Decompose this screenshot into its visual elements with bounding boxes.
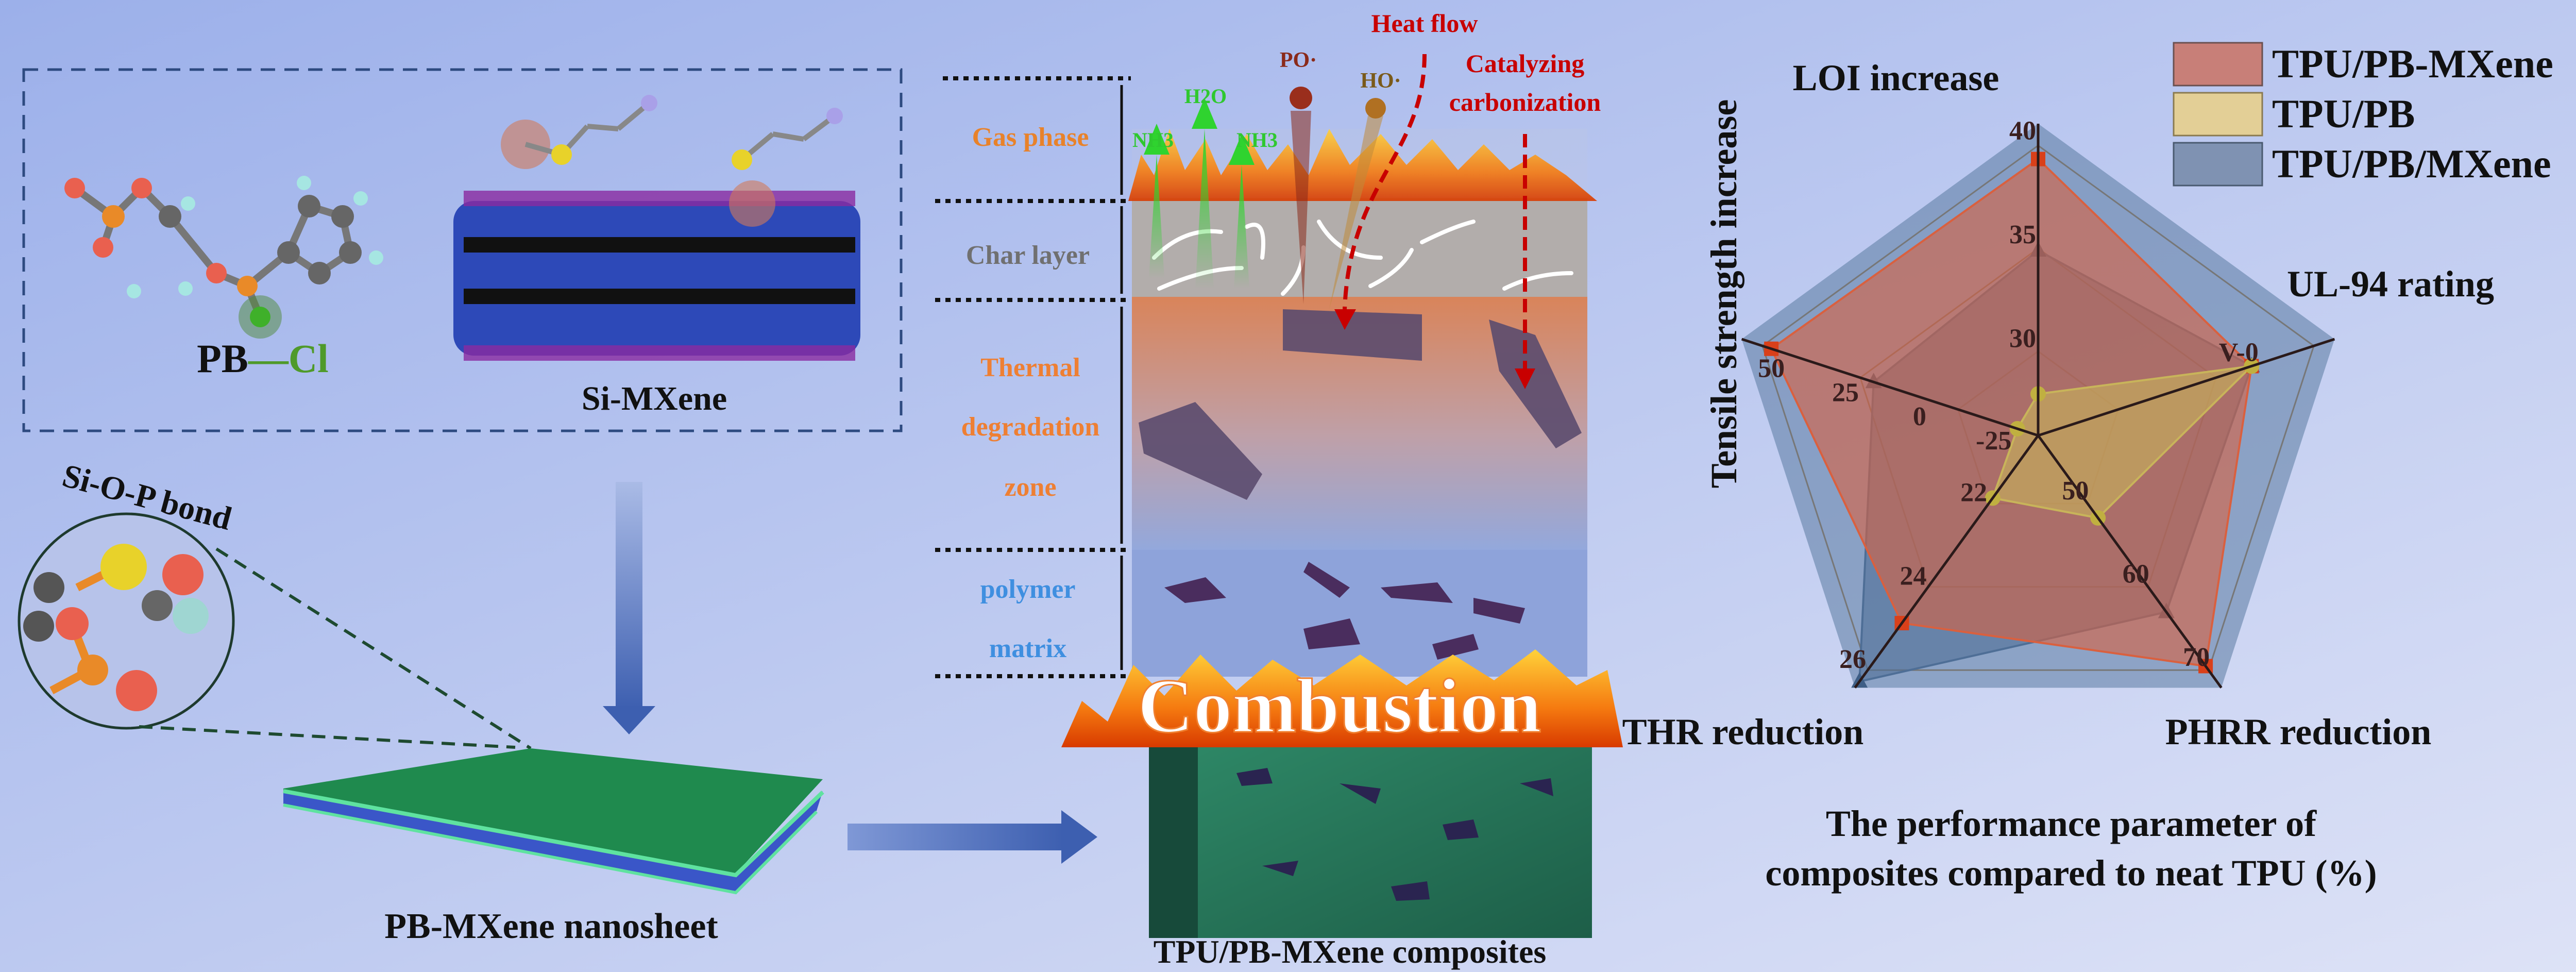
legend-label: TPU/PB xyxy=(2272,91,2415,136)
radar-tick-label: 60 xyxy=(2123,560,2149,589)
chart-caption-line2: composites compared to neat TPU (%) xyxy=(1765,852,2377,894)
radar-axis-spoke xyxy=(1741,338,2039,437)
radical-markers xyxy=(1290,87,1386,309)
zone-char-layer: Char layer xyxy=(966,241,1090,270)
composite-block xyxy=(1149,737,1592,938)
pb-mxene-nanosheet xyxy=(283,748,824,895)
legend-label: TPU/PB-MXene xyxy=(2272,41,2553,86)
pb-cl-label: PB—Cl xyxy=(197,336,329,381)
radar-tick-label: 50 xyxy=(2062,476,2089,506)
catalyzing-label: Catalyzing xyxy=(1466,49,1585,78)
heat-flow-arrows xyxy=(1343,54,1527,371)
radar-tick-label: 30 xyxy=(2009,324,2036,354)
legend-swatch-tpu-pb-mxene-composite xyxy=(2173,142,2263,187)
zone-polymer: polymer xyxy=(980,575,1076,604)
catalyzing-arrow-head xyxy=(1515,368,1535,389)
legend-swatch-tpu-pb xyxy=(2173,92,2263,137)
cl-label: Cl xyxy=(289,336,329,381)
legend-swatch-tpu-pb-mxene xyxy=(2173,42,2263,87)
radar-axis-spoke xyxy=(2038,338,2335,437)
h2o-label: H2O xyxy=(1184,85,1227,108)
nh3-label-1: NH3 xyxy=(1132,128,1174,152)
zone-gas-phase: Gas phase xyxy=(972,123,1089,152)
zoom-guide-lines xyxy=(139,547,532,750)
radar-tick-label: 22 xyxy=(1960,478,1987,508)
radar-tick-label: 40 xyxy=(2009,116,2036,145)
radar-tick-label: -25 xyxy=(1976,426,2011,456)
si-mxene-structure xyxy=(453,95,860,361)
legend: TPU/PB-MXene TPU/PB TPU/PB/MXene xyxy=(2173,41,2553,187)
heat-arrow-head xyxy=(1334,309,1356,330)
radar-tick-label: 0 xyxy=(1913,402,1926,431)
axis-label-thr: THR reduction xyxy=(1622,711,1864,752)
zone-zone: zone xyxy=(1004,473,1056,502)
axis-label-phrr: PHRR reduction xyxy=(2165,711,2432,752)
right-arrow xyxy=(848,810,1097,864)
radar-tick-label: V-0 xyxy=(2219,338,2259,367)
carbonization-label: carbonization xyxy=(1449,88,1601,116)
radar-axis-spoke xyxy=(1854,434,2040,689)
nanosheet-label: PB-MXene nanosheet xyxy=(384,907,718,946)
radar-series-area xyxy=(1770,157,2253,667)
heat-flow-label: Heat flow xyxy=(1371,9,1478,38)
po-radical-label: PO· xyxy=(1280,48,1317,72)
radar-tick-label: 50 xyxy=(1758,354,1785,383)
pb-label: PB xyxy=(197,336,248,381)
radar-tick-label: 26 xyxy=(1839,645,1866,674)
zone-degradation: degradation xyxy=(961,412,1100,442)
ho-radical-label: HO· xyxy=(1360,69,1401,93)
radar-gridline xyxy=(1761,144,2315,671)
composite-label: TPU/PB-MXene composites xyxy=(1154,933,1547,970)
chart-caption-line1: The performance parameter of xyxy=(1826,803,2317,844)
radar-tick-label: 25 xyxy=(1832,378,1859,407)
zone-thermal: Thermal xyxy=(980,353,1080,382)
nh3-label-2: NH3 xyxy=(1236,128,1278,152)
radar-chart: 30 35 40V-0 50 60 70 22 24 26 -25 0 25 50 xyxy=(1741,116,2335,689)
radar-tick-label: 70 xyxy=(2183,643,2210,672)
bond-dash: — xyxy=(248,336,289,381)
legend-label: TPU/PB/MXene xyxy=(2272,141,2551,186)
radar-tick-label: 24 xyxy=(1900,561,1927,591)
down-arrow xyxy=(603,482,655,734)
radar-axis-spoke xyxy=(2037,434,2223,689)
axis-label-ul94: UL-94 rating xyxy=(2287,263,2494,305)
pb-cl-molecule xyxy=(64,176,383,339)
zone-dividers xyxy=(935,76,1131,678)
axis-label-loi: LOI increase xyxy=(1793,57,1999,98)
reactants-box xyxy=(22,68,903,432)
flames-bottom xyxy=(1061,649,1623,747)
axis-label-tensile: Tensile strength increase xyxy=(1703,99,1744,489)
zone-matrix: matrix xyxy=(989,634,1066,663)
gas-release-arrows xyxy=(1144,98,1255,289)
bond-zoom-circle xyxy=(18,512,235,730)
si-mxene-label: Si-MXene xyxy=(582,380,727,417)
radar-tick-label: 35 xyxy=(2009,220,2036,249)
combustion-label: Combustion xyxy=(1138,663,1541,749)
